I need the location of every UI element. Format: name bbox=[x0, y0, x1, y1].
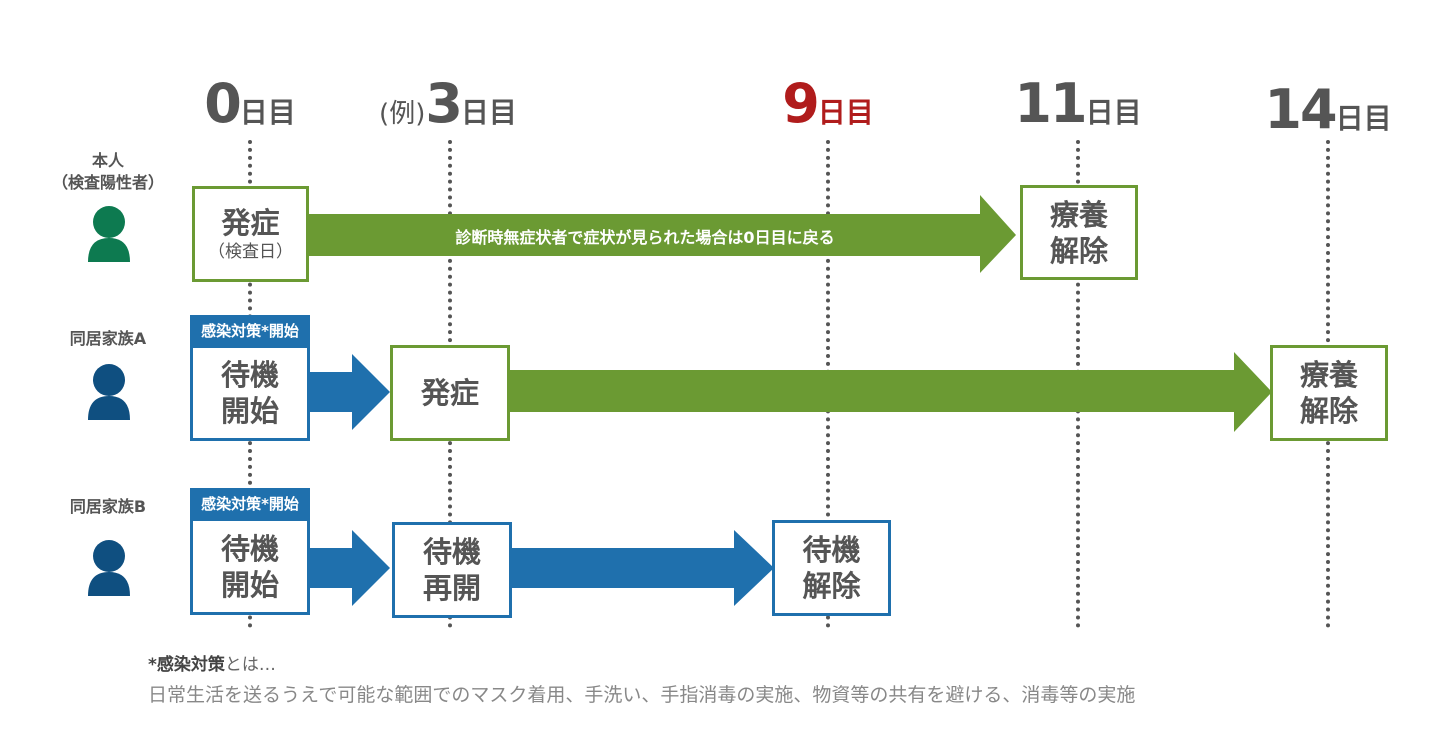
day-3-label: (例)3日目 bbox=[379, 72, 517, 135]
family-b-label: 同居家族B bbox=[69, 497, 147, 516]
patient-release-box: 療養解除 bbox=[1020, 185, 1138, 280]
family-a-green-arrow bbox=[508, 352, 1272, 432]
family-a-onset-box: 発症 bbox=[390, 345, 510, 441]
day-14-label: 14日目 bbox=[1264, 78, 1392, 141]
family-a-blue-arrow bbox=[308, 354, 390, 430]
family-b-standby-release-box: 待機解除 bbox=[772, 520, 891, 616]
family-a-person-icon bbox=[88, 364, 130, 420]
family-a-standby-start-box: 待機開始 bbox=[190, 345, 310, 441]
family-b-blue-arrow-2 bbox=[510, 530, 774, 606]
day-9-label: 9日目 bbox=[782, 72, 874, 135]
patient-label: 本人（検査陽性者） bbox=[51, 151, 164, 192]
family-a-infection-control-tag: 感染対策*開始 bbox=[190, 315, 310, 345]
patient-green-arrow bbox=[306, 195, 1016, 273]
patient-onset-box: 発症（検査日） bbox=[192, 186, 309, 282]
day-0-label: 0日目 bbox=[204, 72, 296, 135]
family-b-person-icon bbox=[88, 540, 130, 596]
family-a-label: 同居家族A bbox=[69, 329, 147, 348]
footnote-heading: *感染対策とは… bbox=[148, 655, 276, 675]
family-a-release-box: 療養解除 bbox=[1270, 345, 1388, 441]
family-b-standby-start-box: 待機開始 bbox=[190, 518, 310, 615]
patient-person-icon bbox=[88, 206, 130, 262]
footnote-text: 日常生活を送るうえで可能な範囲でのマスク着用、手洗い、手指消毒の実施、物資等の共… bbox=[148, 684, 1136, 706]
patient-arrow-text: 診断時無症状者で症状が見られた場合は0日目に戻る bbox=[455, 228, 835, 247]
family-b-blue-arrow-1 bbox=[308, 530, 390, 606]
family-b-standby-resume-box: 待機再開 bbox=[392, 522, 512, 618]
day-11-label: 11日目 bbox=[1014, 72, 1142, 135]
family-b-infection-control-tag: 感染対策*開始 bbox=[190, 488, 310, 518]
